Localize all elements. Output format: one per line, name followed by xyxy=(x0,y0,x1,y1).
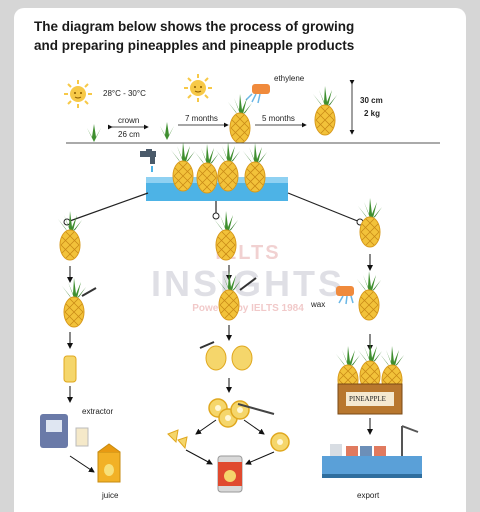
crown-label: crown xyxy=(118,116,140,125)
cargo-ship-icon xyxy=(322,425,422,478)
young-plant-icon xyxy=(160,122,174,140)
tap-icon xyxy=(140,149,156,172)
months-5-label: 5 months xyxy=(262,114,295,123)
branch-line-left xyxy=(66,192,149,223)
pineapple-crate-icon xyxy=(335,341,405,415)
export-label: export xyxy=(357,491,380,500)
washing-pineapple-2 xyxy=(194,143,220,194)
canned-peeled-pineapple-icon xyxy=(216,270,242,321)
knife-icon-2 xyxy=(239,277,257,291)
height-label: 30 cm xyxy=(360,96,383,105)
pineapple-chunks-icon xyxy=(63,355,77,383)
temperature-label: 28°C - 30°C xyxy=(103,89,146,98)
ethylene-sprayer-icon xyxy=(245,84,270,104)
juice-arrow-4 xyxy=(69,455,95,473)
knife-icon-3 xyxy=(199,341,215,349)
knife-icon-1 xyxy=(81,287,97,297)
branch-line-right xyxy=(287,192,361,223)
waxed-pineapple-icon xyxy=(356,270,382,321)
mature-pineapple-icon xyxy=(312,85,338,136)
sun-icon-1 xyxy=(63,79,93,109)
canned-arrow-split-right xyxy=(243,419,265,435)
branch-node-middle xyxy=(212,212,220,220)
crown-size-label: 26 cm xyxy=(118,130,140,139)
peeled-pineapple-icon xyxy=(61,277,87,328)
pineapple-ring-4 xyxy=(270,432,290,452)
months-7-label: 7 months xyxy=(185,114,218,123)
growing-pineapple-icon xyxy=(227,93,253,144)
branch-node-left xyxy=(63,218,71,226)
washing-pineapple-1 xyxy=(170,141,196,192)
washing-pineapple-3 xyxy=(215,141,241,192)
halved-pineapple-icon xyxy=(205,345,253,371)
knife-icon-4 xyxy=(237,403,275,415)
diagram-card xyxy=(14,8,466,512)
crate-label: PINEAPPLE xyxy=(349,395,386,403)
canned-arrow-join-right xyxy=(245,451,275,465)
pineapple-can-icon xyxy=(217,455,243,493)
sun-icon-2 xyxy=(183,73,213,103)
pineapple-pieces-icon xyxy=(167,429,188,450)
canned-arrow-split-left xyxy=(195,419,217,435)
wax-label: wax xyxy=(311,300,326,309)
weight-label: 2 kg xyxy=(364,109,381,118)
canned-arrow-join-left xyxy=(185,449,213,465)
juice-carton-icon xyxy=(97,443,121,483)
ethylene-label: ethylene xyxy=(274,74,305,83)
washing-pineapple-4 xyxy=(242,142,268,193)
juice-label: juice xyxy=(102,491,119,500)
juice-extractor-icon xyxy=(40,414,89,448)
title-line-2: and preparing pineapples and pineapple p… xyxy=(34,38,355,53)
crown-sprout-icon xyxy=(87,124,101,142)
diagram-title: The diagram below shows the process of g… xyxy=(34,17,454,55)
extractor-label: extractor xyxy=(82,407,114,416)
wax-sprayer-icon xyxy=(336,286,354,305)
title-line-1: The diagram below shows the process of g… xyxy=(34,19,355,34)
